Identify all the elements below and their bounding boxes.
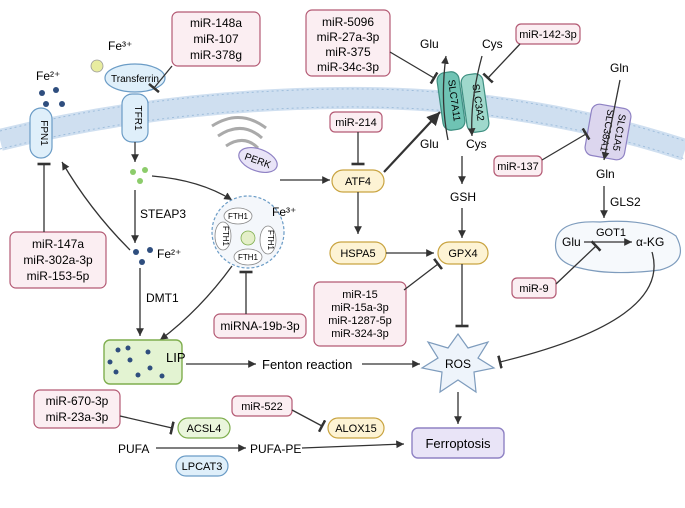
endoplasmic-reticulum: [211, 116, 267, 150]
cys-bottom-label: Cys: [466, 137, 487, 151]
svg-text:Ferroptosis: Ferroptosis: [425, 436, 491, 451]
gpx4: GPX4: [437, 241, 489, 265]
svg-text:FTH1: FTH1: [238, 253, 259, 262]
svg-text:GPX4: GPX4: [448, 248, 477, 260]
fe3-ion: [90, 59, 104, 73]
mirna-box-slc7a11: miR-5096 miR-27a-3p miR-375 miR-34c-3p: [305, 9, 391, 77]
steap3-label: STEAP3: [140, 207, 186, 221]
fenton-label: Fenton reaction: [262, 357, 352, 372]
svg-text:miR-302a-3p: miR-302a-3p: [23, 253, 93, 267]
mirna-box-slc1a5: miR-137: [493, 155, 543, 177]
ferroptosis-box: Ferroptosis: [411, 427, 505, 459]
lpcat3: LPCAT3: [175, 455, 229, 477]
ros-star: ROS: [420, 332, 496, 394]
svg-text:miR-142-3p: miR-142-3p: [519, 29, 576, 41]
svg-text:miR-9: miR-9: [519, 283, 548, 295]
svg-text:ROS: ROS: [445, 357, 471, 371]
glu-bottom-label: Glu: [420, 137, 439, 151]
hspa5: HSPA5: [329, 241, 387, 265]
svg-text:FPN1: FPN1: [38, 120, 49, 146]
labile-iron-pool: LIP: [103, 339, 186, 385]
svg-text:miR-137: miR-137: [497, 161, 539, 173]
svg-text:FTH1: FTH1: [228, 212, 249, 221]
pufa-label: PUFA: [118, 442, 149, 456]
iron-dots-endosome: [130, 167, 148, 184]
svg-text:ALOX15: ALOX15: [335, 423, 377, 435]
mirna-box-acsl4: miR-670-3p miR-23a-3p: [33, 389, 121, 429]
fe3-ferritin-label: Fe³⁺: [272, 205, 296, 219]
svg-text:SLC3A2: SLC3A2: [469, 83, 485, 122]
svg-text:LIP: LIP: [166, 350, 186, 365]
svg-text:miR-522: miR-522: [241, 401, 283, 413]
mirna-box-slc3a2: miR-142-3p: [515, 23, 581, 45]
got1-label: GOT1: [596, 227, 626, 239]
tfr1-receptor: TFR1: [121, 93, 149, 143]
svg-text:miR-375: miR-375: [325, 45, 371, 59]
gsh-label: GSH: [450, 190, 476, 204]
svg-text:ACSL4: ACSL4: [187, 423, 222, 435]
cell-membrane: [0, 86, 685, 161]
fpn1-transporter: FPN1: [29, 107, 53, 159]
mirna-box-alox15: miR-522: [231, 395, 293, 417]
fe3-top-label: Fe³⁺: [108, 39, 132, 53]
slc3a2-transporter: SLC3A2: [460, 73, 490, 133]
mitochondrion: [554, 220, 681, 274]
svg-text:miR-147a: miR-147a: [32, 237, 84, 251]
atf4: ATF4: [331, 169, 385, 193]
mirna-box-tfr1: miR-148a miR-107 miR-378g: [171, 11, 261, 67]
svg-text:miR-15a-3p: miR-15a-3p: [331, 302, 388, 314]
glu-mito-label: Glu: [562, 235, 581, 249]
svg-text:miR-34c-3p: miR-34c-3p: [317, 60, 379, 74]
gln-top-label: Gln: [610, 61, 629, 75]
akg-label: α-KG: [636, 235, 664, 249]
alox15: ALOX15: [327, 417, 385, 439]
svg-text:miR-214: miR-214: [335, 117, 377, 129]
svg-text:miR-15: miR-15: [342, 289, 377, 301]
mirna-box-atf4: miR-214: [329, 111, 383, 133]
fe2-top-label: Fe²⁺: [36, 69, 60, 83]
svg-text:Transferrin: Transferrin: [111, 74, 159, 85]
fe2-mid-label: Fe²⁺: [157, 247, 181, 261]
ferritin-complex: FTH1 FTH1 FTH1 FTH1: [211, 195, 285, 269]
iron-dots-top: [39, 87, 65, 107]
svg-text:miR-5096: miR-5096: [322, 15, 374, 29]
mirna-box-fpn1: miR-147a miR-302a-3p miR-153-5p: [9, 231, 107, 289]
slc38a1-slc1a5-transporter: SLC38A1 SLC1A5: [584, 103, 632, 161]
svg-text:TFR1: TFR1: [132, 106, 143, 131]
svg-text:miR-670-3p: miR-670-3p: [46, 394, 109, 408]
svg-text:miR-378g: miR-378g: [190, 48, 242, 62]
gls2-label: GLS2: [610, 195, 641, 209]
svg-text:miR-324-3p: miR-324-3p: [331, 328, 388, 340]
svg-text:LPCAT3: LPCAT3: [182, 461, 223, 473]
svg-text:miR-107: miR-107: [193, 32, 239, 46]
gln-mid-label: Gln: [596, 167, 615, 181]
iron-dots-mid: [133, 247, 153, 265]
dmt1-label: DMT1: [146, 291, 179, 305]
svg-text:HSPA5: HSPA5: [340, 248, 375, 260]
cys-top-label: Cys: [482, 37, 503, 51]
acsl4: ACSL4: [177, 417, 231, 439]
mirna-box-gpx4: miR-15 miR-15a-3p miR-1287-5p miR-324-3p: [313, 281, 407, 347]
svg-text:FTH1: FTH1: [266, 230, 275, 251]
glu-top-label: Glu: [420, 37, 439, 51]
svg-text:ATF4: ATF4: [345, 176, 371, 188]
svg-text:FTH1: FTH1: [221, 226, 230, 247]
transferrin: Transferrin: [104, 63, 166, 93]
svg-text:miR-23a-3p: miR-23a-3p: [46, 410, 109, 424]
svg-text:miRNA-19b-3p: miRNA-19b-3p: [220, 319, 300, 333]
svg-text:miR-148a: miR-148a: [190, 16, 242, 30]
perk: PERK: [238, 147, 278, 173]
svg-text:miR-153-5p: miR-153-5p: [27, 269, 90, 283]
svg-text:miR-27a-3p: miR-27a-3p: [317, 30, 380, 44]
svg-text:miR-1287-5p: miR-1287-5p: [328, 315, 392, 327]
mirna-box-ferritin: miRNA-19b-3p: [213, 313, 307, 339]
mirna-box-got1: miR-9: [511, 277, 557, 299]
pufa-pe-label: PUFA-PE: [250, 442, 301, 456]
